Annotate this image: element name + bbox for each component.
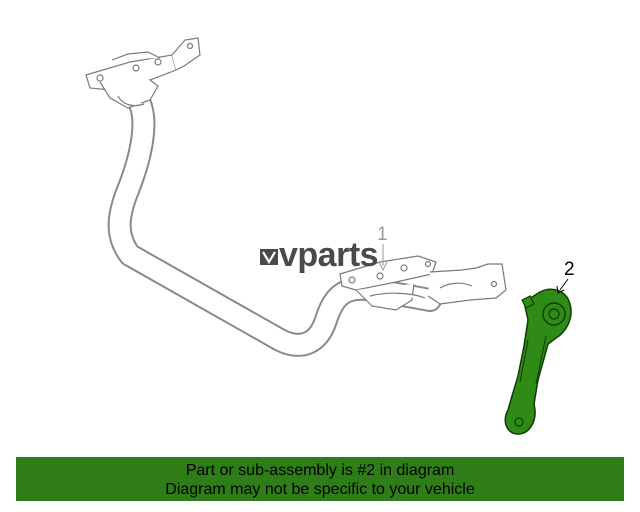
parts-diagram: 1 vparts 2 — [85, 37, 575, 435]
stabilizer-link-part-2 — [504, 288, 572, 435]
svg-text:vparts: vparts — [279, 236, 378, 274]
lower-bushing-bracket — [339, 255, 507, 311]
vparts-watermark: vparts — [260, 236, 379, 274]
stabilizer-bar — [107, 88, 442, 357]
svg-text:1: 1 — [377, 224, 388, 245]
banner-line-2: Diagram may not be specific to your vehi… — [165, 481, 475, 498]
callout-part-1: 1 — [377, 224, 388, 272]
banner-line-1: Part or sub-assembly is #2 in diagram — [185, 462, 455, 479]
callout-part-2: 2 — [556, 259, 575, 294]
svg-text:2: 2 — [564, 259, 575, 280]
info-banner: Part or sub-assembly is #2 in diagram Di… — [16, 457, 624, 501]
upper-bushing-bracket — [85, 37, 201, 109]
